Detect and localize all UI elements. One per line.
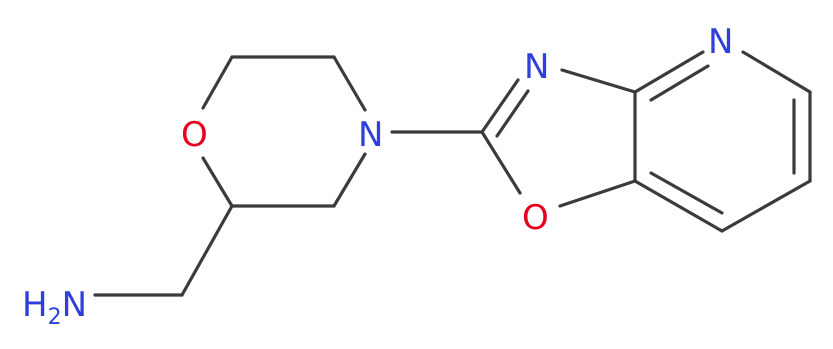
atom-amine: H2N [22, 285, 87, 330]
atom-n-pyridine: N [708, 22, 733, 62]
bond-n3-c3a [560, 68, 637, 94]
bond-n4-c5 [741, 50, 812, 94]
bond-c7a-o1 [558, 179, 637, 208]
bond-n-c-bottom [332, 152, 367, 208]
bond-c7-c7a-a [633, 179, 724, 233]
bond-c-o-bottom [201, 156, 234, 208]
bond-c2-n3-a [480, 78, 520, 134]
bond-c7-c7a-b [649, 171, 724, 215]
bond-c3a-n4-b [649, 64, 710, 102]
bond-c6-c7 [720, 179, 812, 233]
bond-c2-n3-b [495, 89, 530, 138]
amine-subscript: 2 [48, 305, 62, 330]
amine-h: H [22, 285, 48, 325]
bond-o1-c2 [480, 130, 522, 195]
atom-n-morpholine: N [358, 115, 383, 155]
bond-ring-ch2 [180, 204, 234, 297]
bond-c3a-n4-a [633, 50, 705, 94]
bond-c-n-top [332, 55, 367, 112]
atom-o-morpholine: O [181, 115, 208, 155]
amine-n: N [62, 285, 87, 325]
bond-o-c-top [201, 55, 234, 110]
atom-o-oxazole: O [522, 198, 549, 238]
atom-n-oxazole: N [524, 47, 549, 87]
